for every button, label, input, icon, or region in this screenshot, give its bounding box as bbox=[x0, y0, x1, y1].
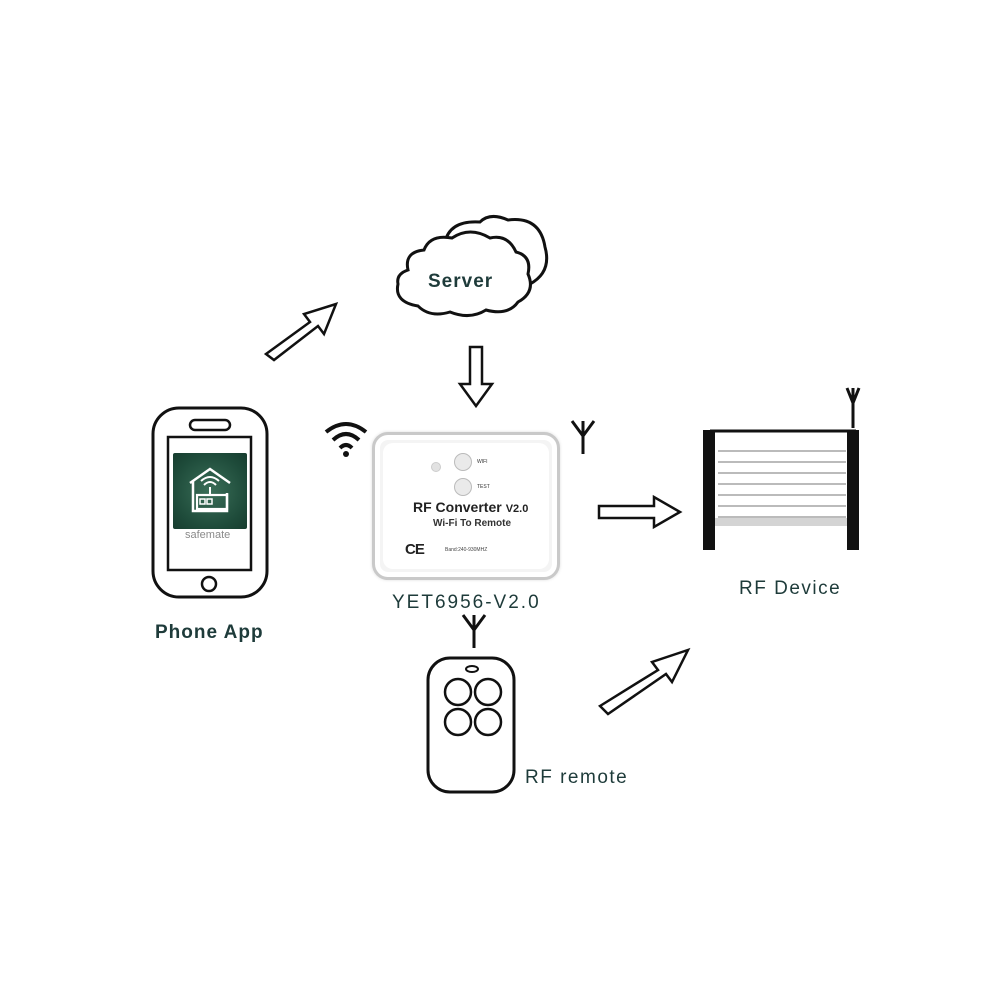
antenna-icon bbox=[570, 420, 596, 454]
device-antenna-icon bbox=[845, 387, 861, 428]
rf-device-barrier-icon bbox=[703, 387, 861, 550]
phone-home-button bbox=[200, 575, 218, 593]
test-button-label: TEST bbox=[477, 484, 490, 490]
wifi-button[interactable] bbox=[454, 453, 472, 471]
remote-button-3 bbox=[443, 707, 473, 737]
wifi-button-label: WIFI bbox=[477, 459, 488, 465]
remote-button-2 bbox=[473, 677, 503, 707]
arrow-server-to-converter bbox=[457, 345, 495, 409]
app-name: safemate bbox=[185, 529, 231, 541]
phone-app-label: Phone App bbox=[155, 622, 264, 643]
server-label: Server bbox=[428, 271, 494, 292]
test-button[interactable] bbox=[454, 478, 472, 496]
remote-button-1 bbox=[443, 677, 473, 707]
rf-remote-label: RF remote bbox=[525, 767, 629, 788]
frequency-band: Band:240-930MHZ bbox=[445, 547, 488, 553]
safemate-app-icon[interactable] bbox=[173, 453, 247, 529]
arrow-phone-to-server bbox=[263, 302, 339, 362]
converter-model-label: YET6956-V2.0 bbox=[392, 592, 541, 613]
house-wifi-icon bbox=[189, 467, 231, 513]
converter-title-text: RF Converter bbox=[413, 499, 502, 515]
converter-version: V2.0 bbox=[505, 503, 529, 515]
remote-button-4 bbox=[473, 707, 503, 737]
rf-remote-icon bbox=[426, 656, 516, 794]
remote-led bbox=[465, 665, 479, 673]
server-cloud-icon bbox=[395, 215, 549, 317]
wifi-icon bbox=[324, 422, 368, 457]
converter-subtitle: Wi-Fi To Remote bbox=[433, 518, 512, 529]
ce-mark-icon: CE bbox=[405, 541, 425, 558]
arrow-remote-to-device bbox=[598, 647, 691, 716]
arrow-converter-to-device bbox=[597, 494, 683, 530]
rf-device-label: RF Device bbox=[739, 578, 842, 599]
remote-antenna-icon bbox=[461, 614, 487, 648]
status-led bbox=[431, 462, 441, 472]
phone-speaker-icon bbox=[188, 418, 232, 432]
